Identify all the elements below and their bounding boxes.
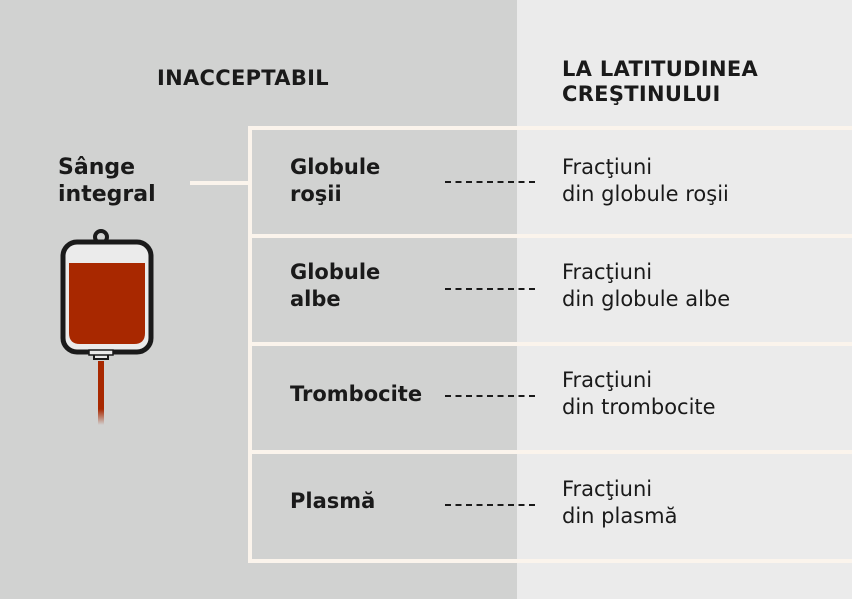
dashed-link: [445, 181, 535, 183]
connector-line: [190, 181, 250, 185]
row-divider: [248, 342, 852, 346]
row-divider: [248, 450, 852, 454]
dashed-link: [445, 395, 535, 397]
row-divider: [248, 234, 852, 238]
acceptable-panel: [517, 0, 852, 599]
blood-bag-icon: [60, 229, 154, 425]
header-conscience-1: LA LATITUDINEA: [562, 57, 759, 81]
component-plasma: Plasmă: [290, 489, 376, 513]
component-platelets: Trombocite: [290, 382, 423, 406]
header-unacceptable: INACCEPTABIL: [157, 66, 329, 90]
header-conscience-2: CREŞTINULUI: [562, 82, 721, 106]
dashed-link: [445, 504, 535, 506]
dashed-link: [445, 288, 535, 290]
